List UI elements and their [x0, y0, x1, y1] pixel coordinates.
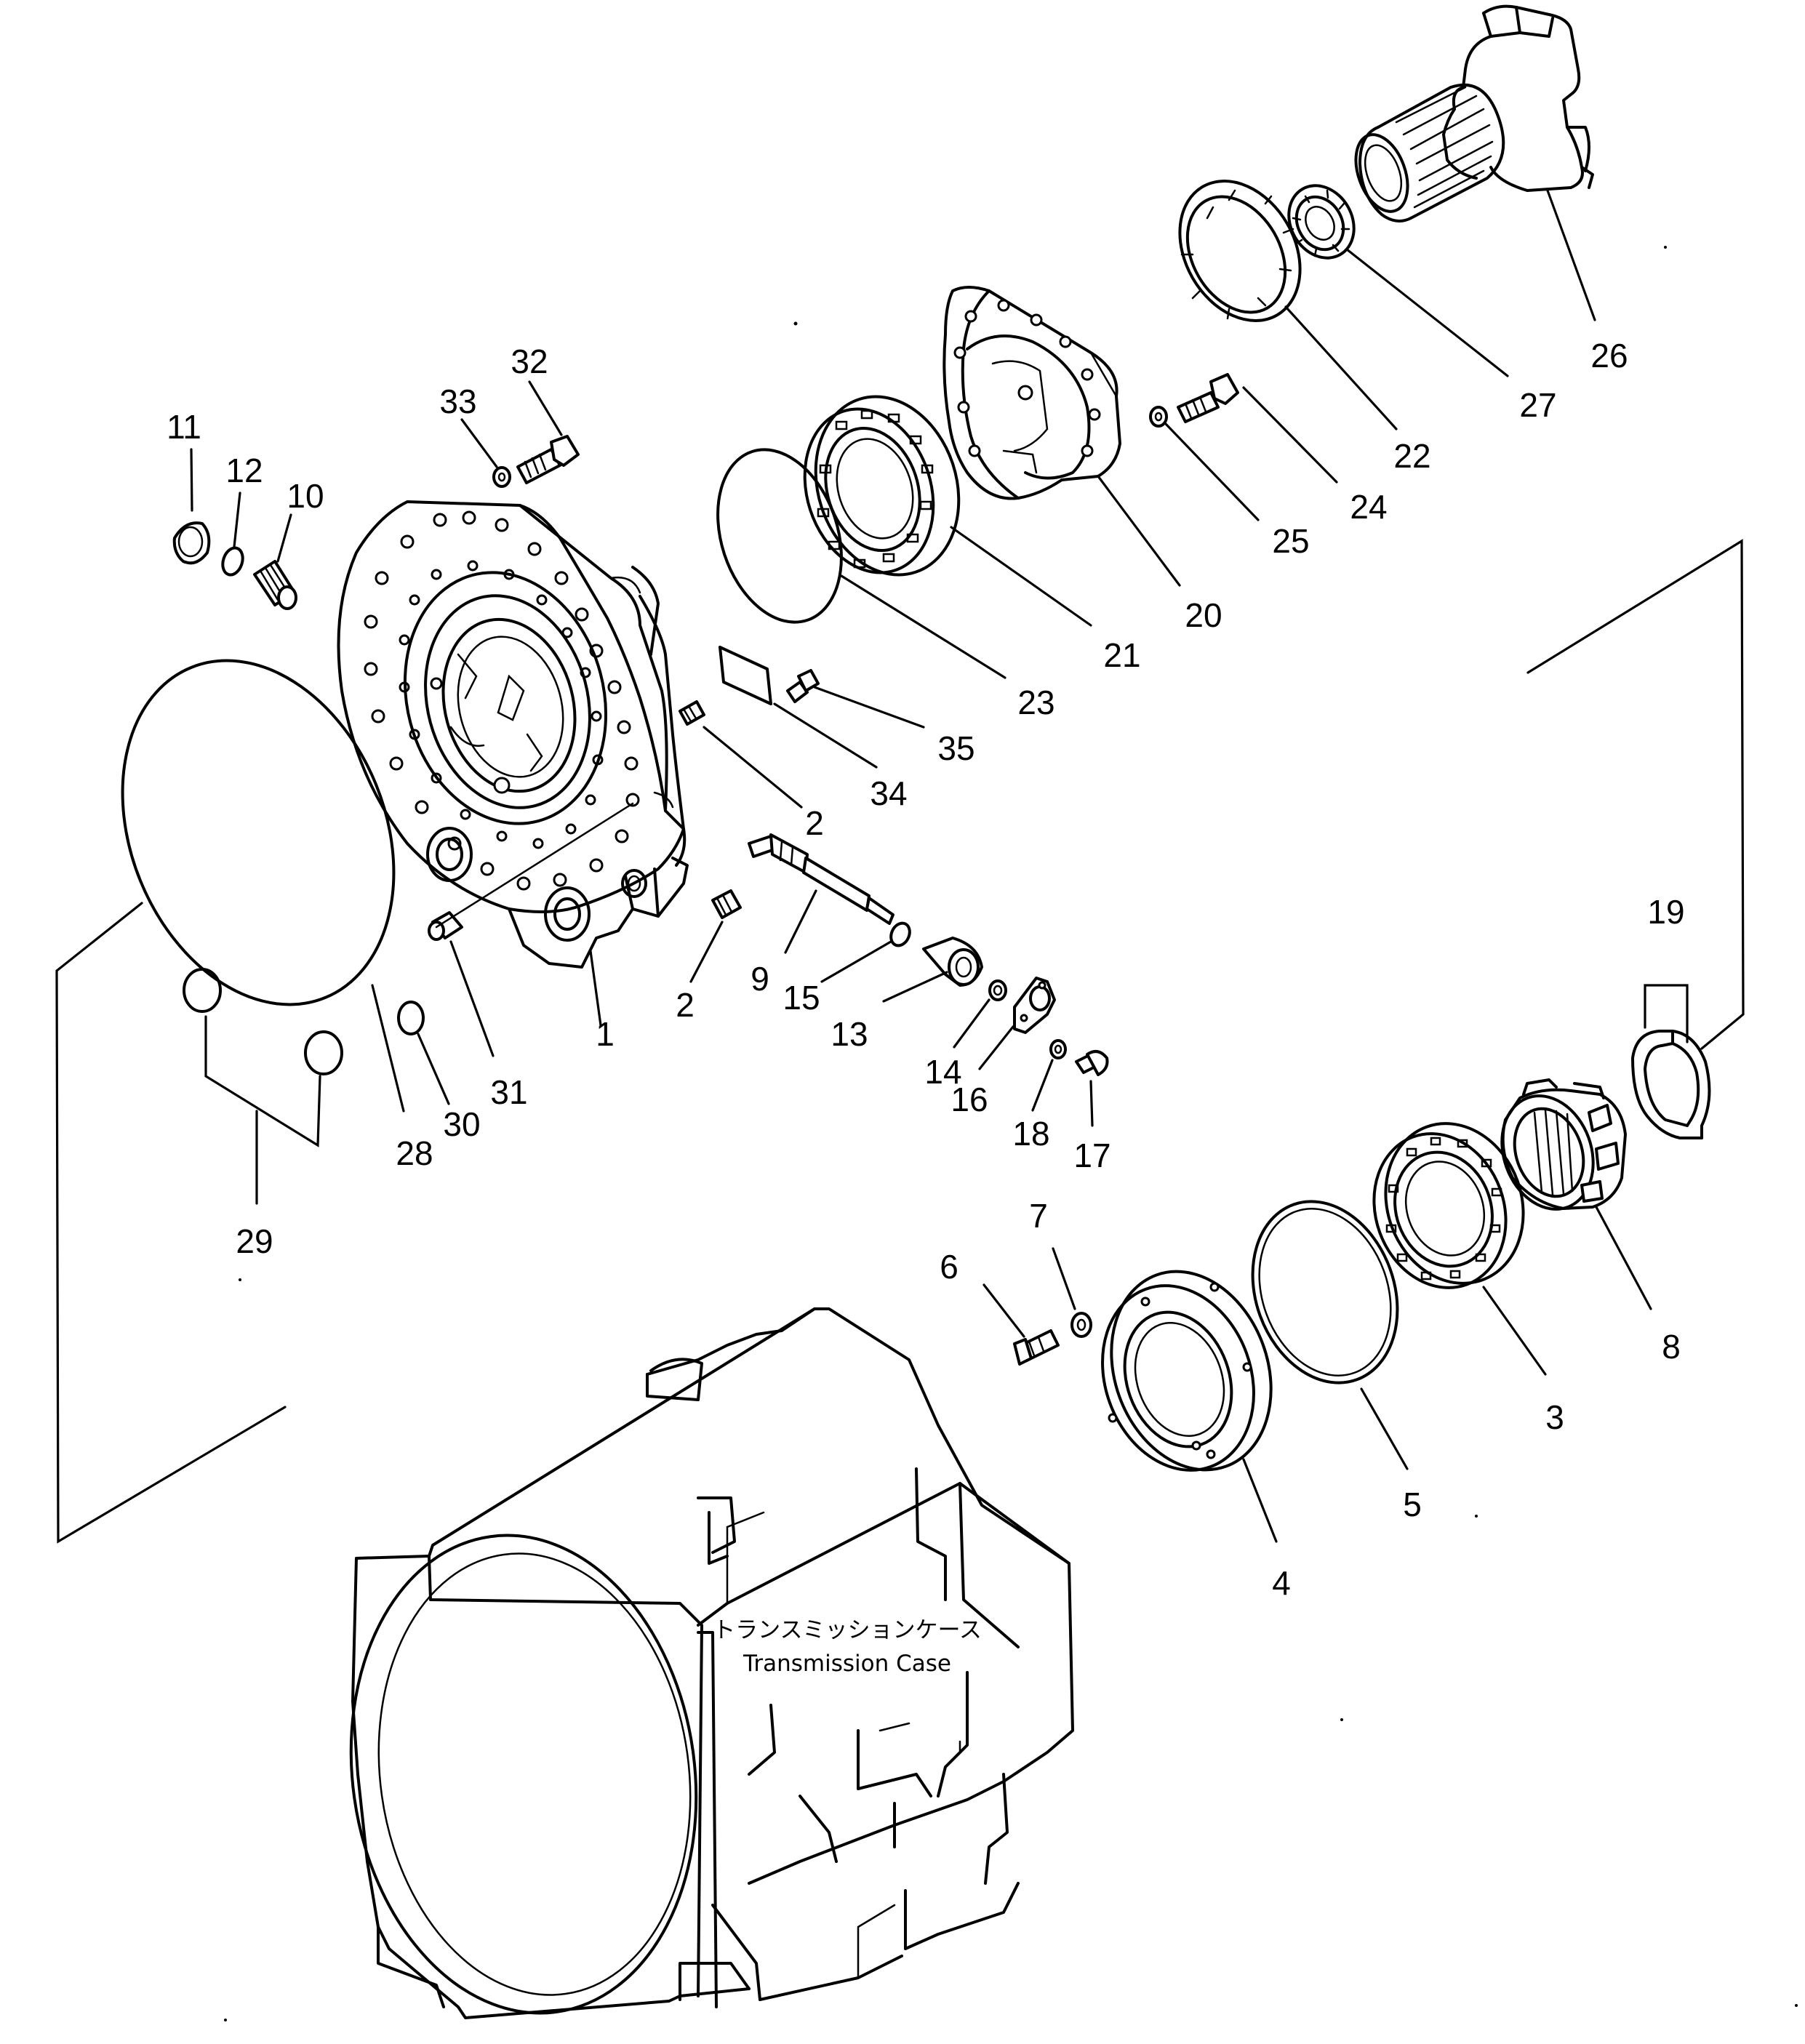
callout-17: 17 — [1073, 1137, 1110, 1174]
leader-lines — [190, 189, 1689, 1543]
part-25-washer — [1149, 406, 1168, 428]
part-20-retainer — [942, 286, 1121, 500]
part-14-washer — [988, 979, 1007, 1001]
callout-29: 29 — [236, 1222, 273, 1260]
part-28-large-o-ring — [121, 659, 396, 1006]
callout-3: 3 — [1545, 1398, 1564, 1436]
transmission-case — [349, 1307, 1074, 2019]
part-5-o-ring — [1251, 1200, 1399, 1384]
part-35-bolt — [786, 669, 820, 703]
part-30-o-ring — [397, 1001, 425, 1035]
callout-26: 26 — [1590, 337, 1628, 374]
callout-28: 28 — [396, 1134, 433, 1172]
callout-9: 9 — [751, 960, 769, 998]
part-13-bushing — [922, 937, 983, 987]
callout-14: 14 — [924, 1053, 961, 1091]
part-27-bearing — [1287, 184, 1356, 260]
callout-11: 11 — [167, 408, 201, 446]
callout-5: 5 — [1403, 1486, 1422, 1523]
callout-27: 27 — [1519, 386, 1556, 424]
part-22-seal — [1178, 180, 1302, 322]
callout-13: 13 — [831, 1015, 868, 1053]
part-15-o-ring — [889, 921, 911, 947]
callout-32: 32 — [511, 342, 548, 380]
callout-21: 21 — [1103, 636, 1140, 674]
part-24-bolt — [1177, 373, 1239, 423]
callout-34: 34 — [870, 774, 907, 812]
part-18-washer — [1049, 1039, 1067, 1059]
part-2-plug-lower — [711, 889, 742, 919]
part-11-plug — [172, 521, 211, 565]
part-6-bolt — [1013, 1329, 1060, 1366]
callout-6: 6 — [940, 1248, 958, 1286]
part-12-o-ring — [221, 546, 244, 577]
part-21-bearing — [803, 395, 961, 577]
part-31-dowel-pin — [428, 911, 463, 941]
part-16-flange — [1013, 977, 1056, 1034]
callout-labels: 1 2 2 3 4 5 6 7 8 9 10 11 12 13 14 15 16… — [167, 337, 1684, 1602]
case-label-english: Transmission Case — [743, 1651, 951, 1677]
flange-bolt-holes — [364, 510, 640, 891]
scan-specks — [224, 246, 1798, 2021]
part-32-bolt — [516, 435, 580, 484]
callout-35: 35 — [937, 729, 974, 767]
callout-31: 31 — [490, 1073, 527, 1111]
callout-16: 16 — [950, 1081, 988, 1118]
callout-22: 22 — [1393, 437, 1430, 475]
part-34-cover-plate — [719, 646, 772, 705]
callout-4: 4 — [1272, 1564, 1291, 1602]
callout-10: 10 — [287, 477, 324, 515]
part-4-seal-retainer — [1101, 1270, 1273, 1472]
part-33-washer — [492, 466, 511, 488]
part-26-yoke — [1354, 4, 1594, 223]
callout-24: 24 — [1350, 488, 1387, 526]
callout-1: 1 — [596, 1015, 615, 1053]
part-29-o-rings — [183, 968, 343, 1075]
callout-2-lower: 2 — [676, 986, 695, 1024]
callout-8: 8 — [1662, 1328, 1681, 1366]
callout-12: 12 — [225, 452, 263, 489]
callout-18: 18 — [1012, 1115, 1049, 1153]
part-7-washer — [1070, 1312, 1092, 1338]
callout-20: 20 — [1185, 596, 1222, 634]
callout-25: 25 — [1272, 522, 1309, 560]
part-1-retainer-housing — [337, 500, 689, 969]
part-23-o-ring — [716, 448, 843, 624]
bearing-rollers — [817, 409, 934, 569]
callout-23: 23 — [1017, 684, 1054, 721]
callout-33: 33 — [439, 382, 476, 420]
callout-2-upper: 2 — [805, 804, 824, 842]
case-label-japanese: トランスミッションケース — [713, 1617, 982, 1643]
part-10-fitting — [253, 560, 297, 610]
part-9-shaft — [748, 833, 895, 925]
part-2-plug-upper — [679, 700, 705, 726]
callout-19: 19 — [1647, 893, 1684, 931]
part-3-bearing — [1372, 1122, 1525, 1289]
callout-7: 7 — [1029, 1197, 1048, 1235]
callout-30: 30 — [443, 1105, 480, 1143]
right-bracket-line — [1526, 539, 1745, 1050]
part-17-bolt — [1075, 1050, 1109, 1076]
transmission-case-caption: トランスミッションケース Transmission Case — [713, 1617, 982, 1677]
left-bracket-line — [55, 902, 287, 1544]
part-19-snap-ring — [1631, 1030, 1711, 1139]
callout-15: 15 — [783, 979, 820, 1017]
bearing-3-rollers — [1385, 1137, 1502, 1280]
part-8-clutch-hub — [1500, 1078, 1627, 1211]
